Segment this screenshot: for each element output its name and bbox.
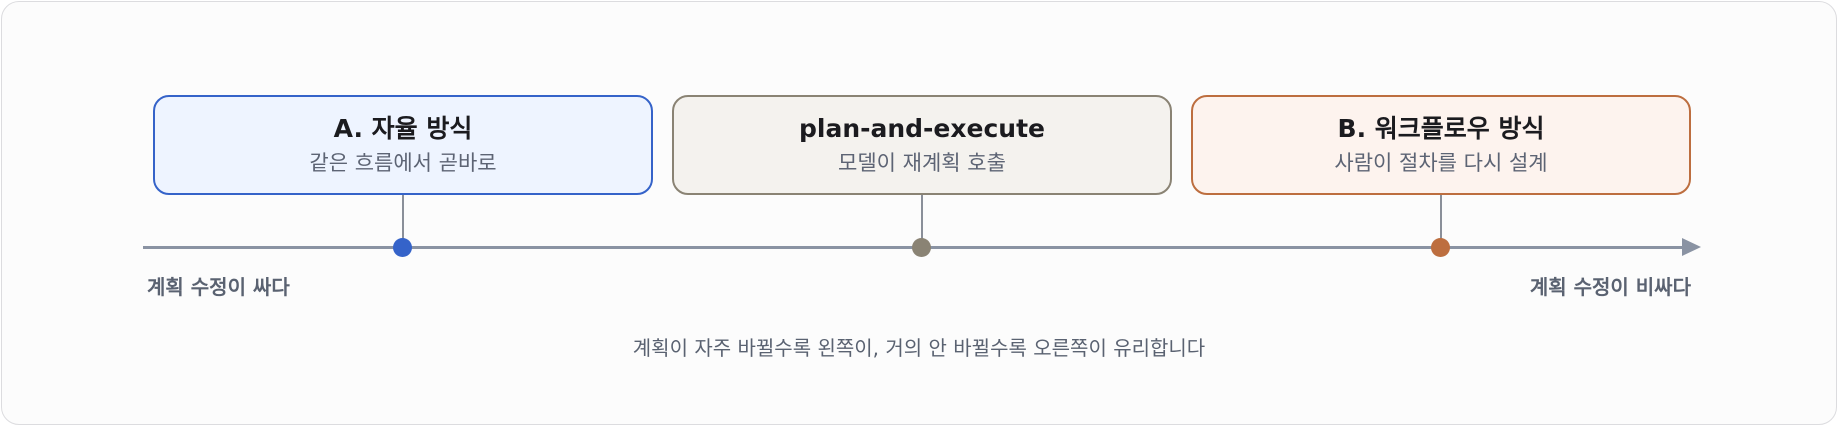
axis-arrow-icon bbox=[1682, 238, 1701, 256]
card-autonomous-subtitle: 같은 흐름에서 곧바로 bbox=[309, 151, 497, 175]
card-autonomous: A. 자율 방식 같은 흐름에서 곧바로 bbox=[153, 95, 653, 195]
diagram-caption: 계획이 자주 바뀔수록 왼쪽이, 거의 안 바뀔수록 오른쪽이 유리합니다 bbox=[632, 336, 1206, 360]
connector-workflow bbox=[1440, 195, 1442, 247]
axis-right-label: 계획 수정이 비싸다 bbox=[1529, 275, 1691, 299]
card-workflow: B. 워크플로우 방식 사람이 절차를 다시 설계 bbox=[1191, 95, 1691, 195]
card-plan-and-execute-title: plan-and-execute bbox=[798, 114, 1045, 143]
connector-autonomous bbox=[402, 195, 404, 247]
marker-workflow bbox=[1431, 238, 1450, 257]
card-plan-and-execute: plan-and-execute 모델이 재계획 호출 bbox=[672, 95, 1172, 195]
connector-plan-and-execute bbox=[921, 195, 923, 247]
card-autonomous-title: A. 자율 방식 bbox=[333, 114, 473, 143]
card-workflow-title: B. 워크플로우 방식 bbox=[1337, 114, 1545, 143]
axis-left-label: 계획 수정이 싸다 bbox=[147, 275, 290, 299]
card-workflow-subtitle: 사람이 절차를 다시 설계 bbox=[1334, 151, 1548, 175]
marker-autonomous bbox=[393, 238, 412, 257]
card-plan-and-execute-subtitle: 모델이 재계획 호출 bbox=[838, 151, 1006, 175]
marker-plan-and-execute bbox=[912, 238, 931, 257]
